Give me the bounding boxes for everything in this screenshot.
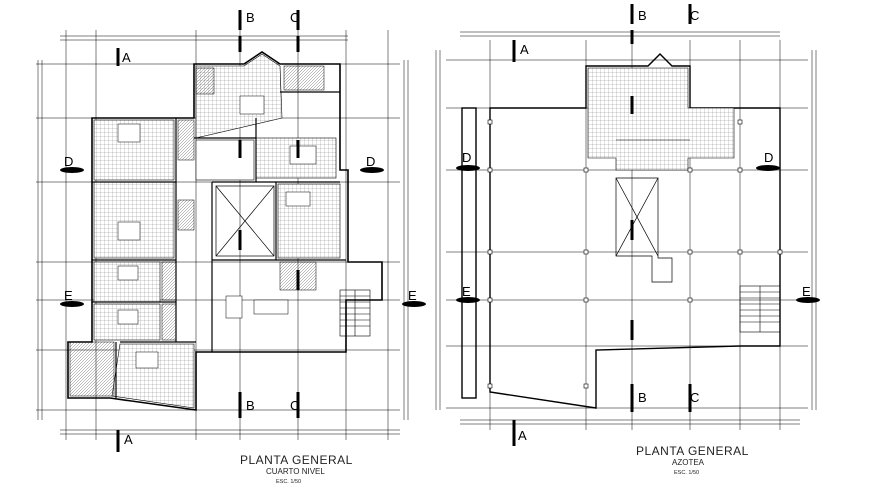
axis-label-e-right: E: [408, 288, 417, 303]
axis-label-e-right-roof: E: [802, 284, 811, 299]
plan-title-right: PLANTA GENERAL: [636, 444, 749, 458]
furniture: [117, 95, 317, 369]
section-cut-arrows: [60, 167, 426, 307]
plan-subtitle-left: CUARTO NIVEL: [266, 467, 325, 476]
light-well: [215, 185, 275, 257]
section-cut-marks: [116, 10, 300, 452]
tiled-floor-areas: [93, 53, 341, 409]
bathrooms: [69, 65, 325, 397]
plan-title-left: PLANTA GENERAL: [240, 453, 353, 467]
staircase: [339, 289, 371, 337]
axis-label-c-bottom: C: [290, 398, 299, 413]
axis-label-c-top: C: [290, 10, 299, 25]
axis-label-b-bottom-roof: B: [638, 390, 647, 405]
plan-subtitle-right: AZOTEA: [672, 458, 705, 467]
exterior-walls: [67, 51, 383, 411]
axis-label-e-left-roof: E: [462, 284, 471, 299]
plan-scale-left: ESC. 1/50: [276, 479, 301, 485]
axis-label-c-top-roof: C: [690, 8, 699, 23]
plan-cuarto-nivel: A A B B C C D D E E PLANTA GENERAL CUART…: [36, 10, 426, 485]
axis-label-d-right-roof: D: [764, 150, 773, 165]
axis-label-c-bottom-roof: C: [690, 390, 699, 405]
columns: [487, 119, 783, 389]
axis-label-a-top-roof: A: [520, 42, 529, 57]
interior-walls: [92, 91, 346, 398]
axis-label-b-top: B: [246, 10, 255, 25]
axis-label-d-left-roof: D: [462, 150, 471, 165]
section-cut-arrows-roof: [456, 165, 820, 303]
axis-label-a-bottom-roof: A: [518, 428, 527, 443]
section-cut-marks-roof: [512, 4, 692, 446]
axis-label-b-top-roof: B: [638, 8, 647, 23]
roof-terrace: [587, 67, 735, 171]
axis-label-a-top: A: [122, 50, 131, 65]
axis-label-d-right: D: [366, 154, 375, 169]
axis-label-b-bottom: B: [246, 398, 255, 413]
roof-staircase: [739, 285, 781, 333]
plan-scale-right: ESC. 1/50: [674, 470, 699, 476]
plan-azotea: A A B B C C D D E E PLANTA GENERAL AZOTE…: [435, 4, 820, 476]
axis-label-d-left: D: [64, 154, 73, 169]
axis-label-a-bottom: A: [124, 432, 133, 447]
roof-void: [615, 177, 673, 283]
axis-label-e-left: E: [64, 288, 73, 303]
